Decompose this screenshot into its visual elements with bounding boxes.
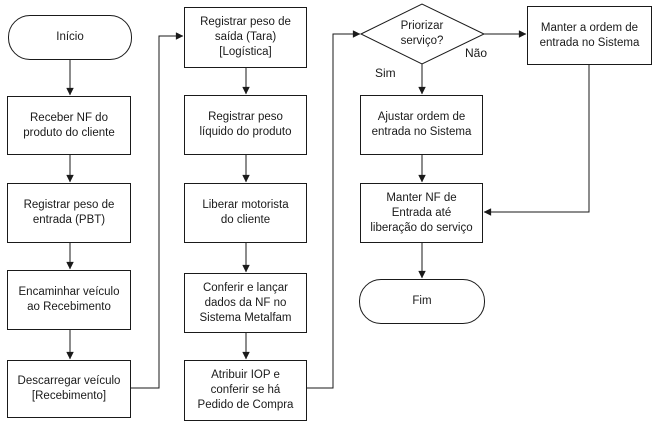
node-liberar-motorista: Liberar motorista do cliente xyxy=(184,183,307,243)
node-atribuir-iop: Atribuir IOP e conferir se há Pedido de … xyxy=(184,360,307,421)
node-registrar-peso-entrada: Registrar peso de entrada (PBT) xyxy=(7,183,131,243)
edge-atribuir-priorizar xyxy=(307,30,361,389)
edge-manter-ordem-manter-nf xyxy=(483,65,590,216)
node-encaminhar-veiculo: Encaminhar veículo ao Recebimento xyxy=(7,270,131,330)
node-registrar-peso-liquido: Registrar peso líquido do produto xyxy=(184,95,307,155)
node-manter-ordem: Manter a ordem de entrada no Sistema xyxy=(527,6,652,65)
node-ajustar-ordem: Ajustar ordem de entrada no Sistema xyxy=(360,95,483,155)
node-registrar-peso-saida: Registrar peso de saída (Tara) [Logístic… xyxy=(184,7,307,68)
node-receber-nf: Receber NF do produto do cliente xyxy=(7,96,131,155)
edge-label-nao: Não xyxy=(465,46,488,60)
edge-label-sim: Sim xyxy=(375,66,396,80)
node-descarregar-veiculo: Descarregar veículo [Recebimento] xyxy=(7,360,131,418)
edge-descarregar-registrar-saida xyxy=(131,32,184,389)
node-fim: Fim xyxy=(359,279,485,324)
node-priorizar-servico: Priorizar serviço? xyxy=(400,20,444,47)
node-conferir-lancar: Conferir e lançar dados da NF no Sistema… xyxy=(184,273,307,333)
node-manter-nf-entrada: Manter NF de Entrada até liberação do se… xyxy=(360,183,483,243)
decision-diamond-shape xyxy=(359,3,486,65)
node-inicio: Início xyxy=(8,15,132,60)
